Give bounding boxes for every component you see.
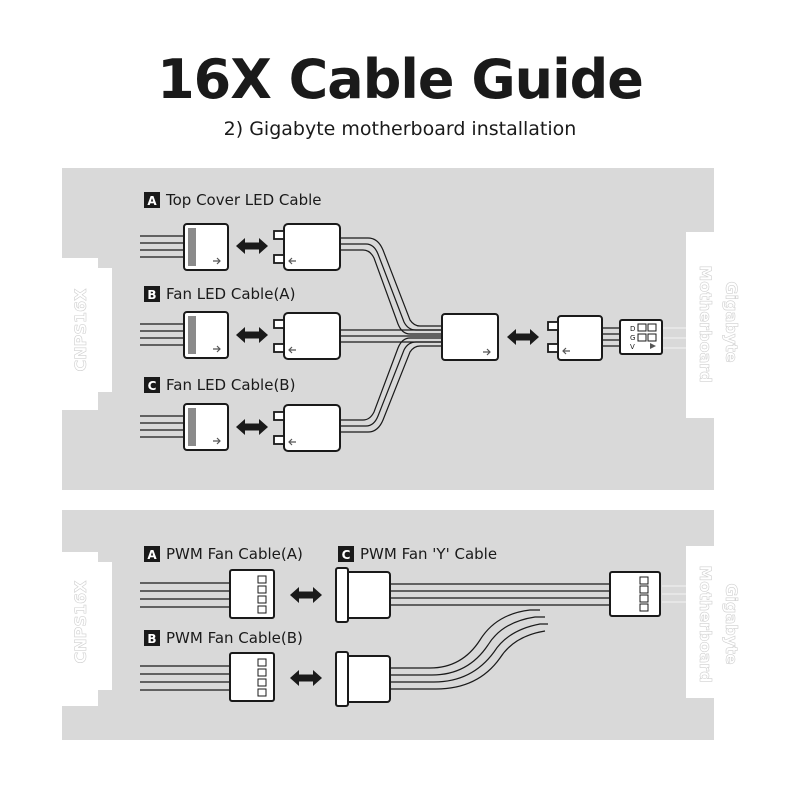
pwm-cable-a-label: A PWM Fan Cable(A) xyxy=(144,545,303,563)
arrow-left-icon xyxy=(288,257,296,265)
arrow-right-icon xyxy=(213,257,221,265)
board-brand-pwm: Gigabyte xyxy=(722,583,741,664)
pwm-fan-cable-a xyxy=(140,569,275,619)
arrow-right-icon xyxy=(213,437,221,445)
badge-b: B xyxy=(147,632,156,646)
page-title: 16X Cable Guide xyxy=(157,48,644,111)
led-cable-b-label: B Fan LED Cable(A) xyxy=(144,285,295,303)
pwm-cable-a-text: PWM Fan Cable(A) xyxy=(166,545,303,563)
led-splitter-wires xyxy=(340,237,446,433)
led-fan-cable-b xyxy=(140,311,229,359)
pin-d: D xyxy=(630,325,635,333)
badge-c: C xyxy=(148,379,157,393)
pwm-cable-b-label: B PWM Fan Cable(B) xyxy=(144,629,303,647)
pin-g: G xyxy=(630,334,635,342)
led-cable-b-text: Fan LED Cable(A) xyxy=(166,285,295,303)
led-fan-cable-a xyxy=(140,223,229,271)
led-splitter-plug-a xyxy=(273,223,341,271)
led-cable-c-text: Fan LED Cable(B) xyxy=(166,376,295,394)
led-mb-adapter: D G V xyxy=(547,315,663,361)
badge-a: A xyxy=(147,548,157,562)
led-splitter-plug-c xyxy=(273,404,341,452)
led-cable-c-label: C Fan LED Cable(B) xyxy=(144,376,295,394)
arrow-left-icon xyxy=(288,438,296,446)
pwm-y-plug-a xyxy=(335,567,391,623)
pwm-y-plug-b xyxy=(335,651,391,707)
badge-b: B xyxy=(147,288,156,302)
led-cable-a-label: A Top Cover LED Cable xyxy=(144,191,322,209)
board-label-pwm: Motherboard xyxy=(696,565,715,682)
page-subtitle: 2) Gigabyte motherboard installation xyxy=(223,118,577,140)
pwm-cable-c-label: C PWM Fan 'Y' Cable xyxy=(338,545,497,563)
badge-a: A xyxy=(147,194,157,208)
arrow-right-icon xyxy=(483,348,491,356)
badge-c: C xyxy=(342,548,351,562)
pwm-cable-c-text: PWM Fan 'Y' Cable xyxy=(360,545,497,563)
pwm-fan-cable-b xyxy=(140,652,275,702)
led-splitter-hub xyxy=(441,313,499,361)
led-fan-cable-c xyxy=(140,403,229,451)
arrow-left-icon xyxy=(288,346,296,354)
board-brand-led: Gigabyte xyxy=(722,281,741,362)
case-label-pwm: CNPS16X xyxy=(71,580,90,664)
pwm-y-wires xyxy=(390,583,610,690)
case-label-led: CNPS16X xyxy=(71,288,90,372)
led-splitter-plug-b xyxy=(273,312,341,360)
board-label-led: Motherboard xyxy=(696,265,715,382)
led-panel xyxy=(62,168,714,490)
arrow-right-icon xyxy=(213,345,221,353)
pwm-y-mb-connector xyxy=(609,571,661,617)
pwm-cable-b-text: PWM Fan Cable(B) xyxy=(166,629,303,647)
arrow-left-icon xyxy=(562,347,570,355)
led-cable-a-text: Top Cover LED Cable xyxy=(165,191,322,209)
pin-v: V xyxy=(630,343,635,351)
